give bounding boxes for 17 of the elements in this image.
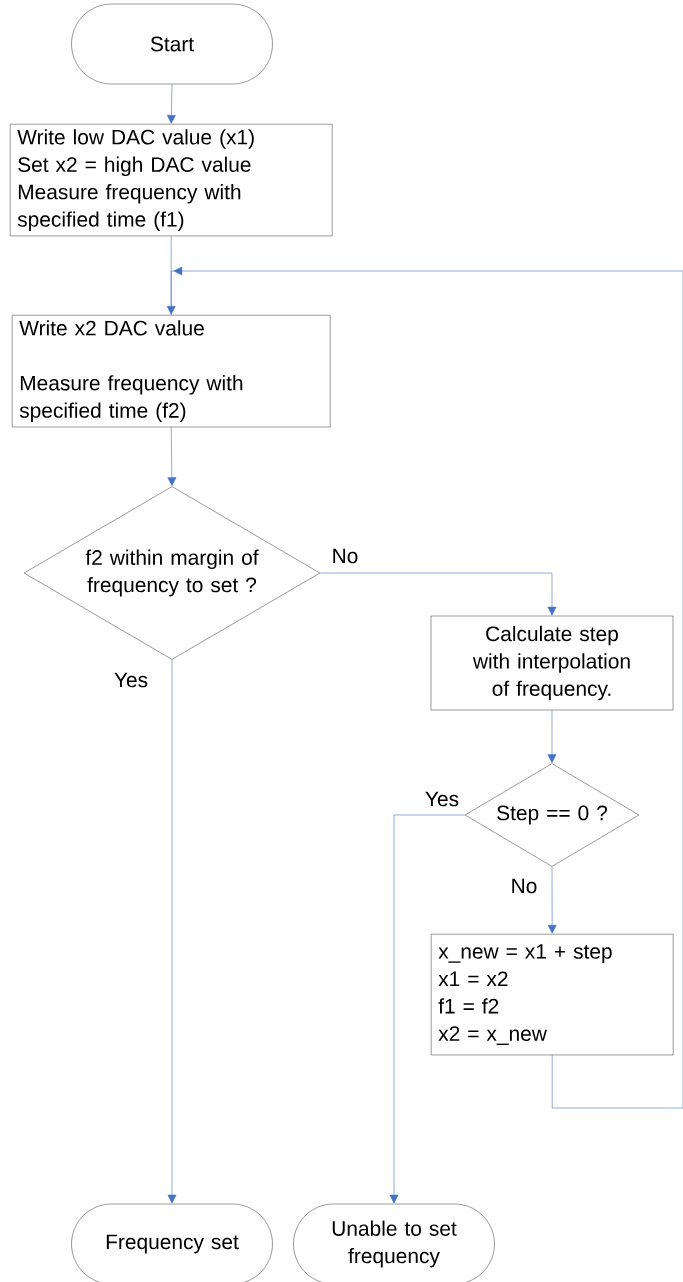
arrow: [167, 83, 176, 124]
process-box: x_new = x1 + step x1 = x2 f1 = f2 x2 = x_new: [431, 934, 674, 1056]
edge-label: No: [333, 548, 358, 564]
arrow: [547, 709, 557, 763]
process-box: Write x2 DAC value Measure frequency with specified time (f2): [12, 315, 331, 428]
arrow: [167, 426, 177, 486]
arrow: [167, 659, 177, 1204]
process-box: Calculate step with interpolation of frequency.: [430, 615, 674, 711]
arrow: [547, 866, 557, 934]
arrow: [319, 572, 557, 616]
arrow: [170, 266, 683, 1109]
process-box: Write low DAC value (x1) Set x2 = high DAC value Measure frequency with specified time (f1): [10, 124, 333, 237]
edge-label: Yes: [114, 672, 148, 688]
arrow: [166, 235, 176, 315]
edge-label: No: [512, 878, 537, 894]
edge-label: Yes: [425, 791, 459, 807]
arrow: [389, 814, 466, 1204]
